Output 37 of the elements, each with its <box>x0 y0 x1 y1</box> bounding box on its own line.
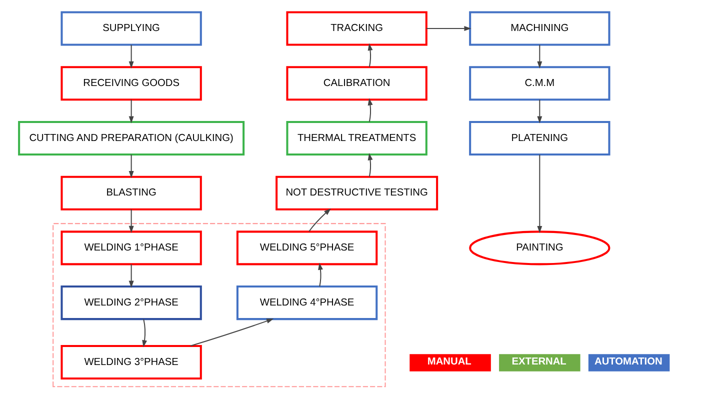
node-box: CUTTING AND PREPARATION (CAULKING) <box>18 120 244 156</box>
node-box: WELDING 3°PHASE <box>60 344 202 380</box>
node-box: PLATENING <box>468 120 610 156</box>
arrow <box>190 318 274 346</box>
legend-label: AUTOMATION <box>594 356 662 368</box>
arrow <box>536 44 542 68</box>
arrow <box>128 44 134 68</box>
arrow <box>128 100 134 124</box>
node-box: TRACKING <box>286 11 427 46</box>
arrow <box>128 154 134 178</box>
node-box: RECEIVING GOODS <box>60 66 202 101</box>
legend-label: EXTERNAL <box>511 356 566 368</box>
arrow <box>426 26 471 32</box>
arrow <box>536 154 542 234</box>
node-box: WELDING 4°PHASE <box>236 286 378 320</box>
node-ellipse: PAINTING <box>468 230 610 266</box>
arrow <box>367 43 372 68</box>
arrow <box>367 98 372 122</box>
node-box: SUPPLYING <box>60 11 202 46</box>
arrow <box>128 209 134 234</box>
node-box: THERMAL TREATMENTS <box>286 120 427 156</box>
cluster <box>52 223 386 388</box>
arrow <box>367 153 372 177</box>
node-box: MACHINING <box>468 11 610 46</box>
node-box: BLASTING <box>60 176 202 210</box>
node-box: C.M.M <box>468 66 610 101</box>
node-box: WELDING 1°PHASE <box>60 230 202 266</box>
legend-label: MANUAL <box>426 356 471 368</box>
node-box: NOT DESTRUCTIVE TESTING <box>275 176 438 210</box>
arrow <box>536 100 542 124</box>
node-box: WELDING 5°PHASE <box>236 230 378 266</box>
arrow <box>142 319 147 348</box>
node-box: WELDING 2°PHASE <box>60 286 202 320</box>
arrow <box>308 208 330 232</box>
node-box: CALIBRATION <box>286 66 427 101</box>
arrow <box>128 264 134 288</box>
arrow <box>318 262 322 286</box>
